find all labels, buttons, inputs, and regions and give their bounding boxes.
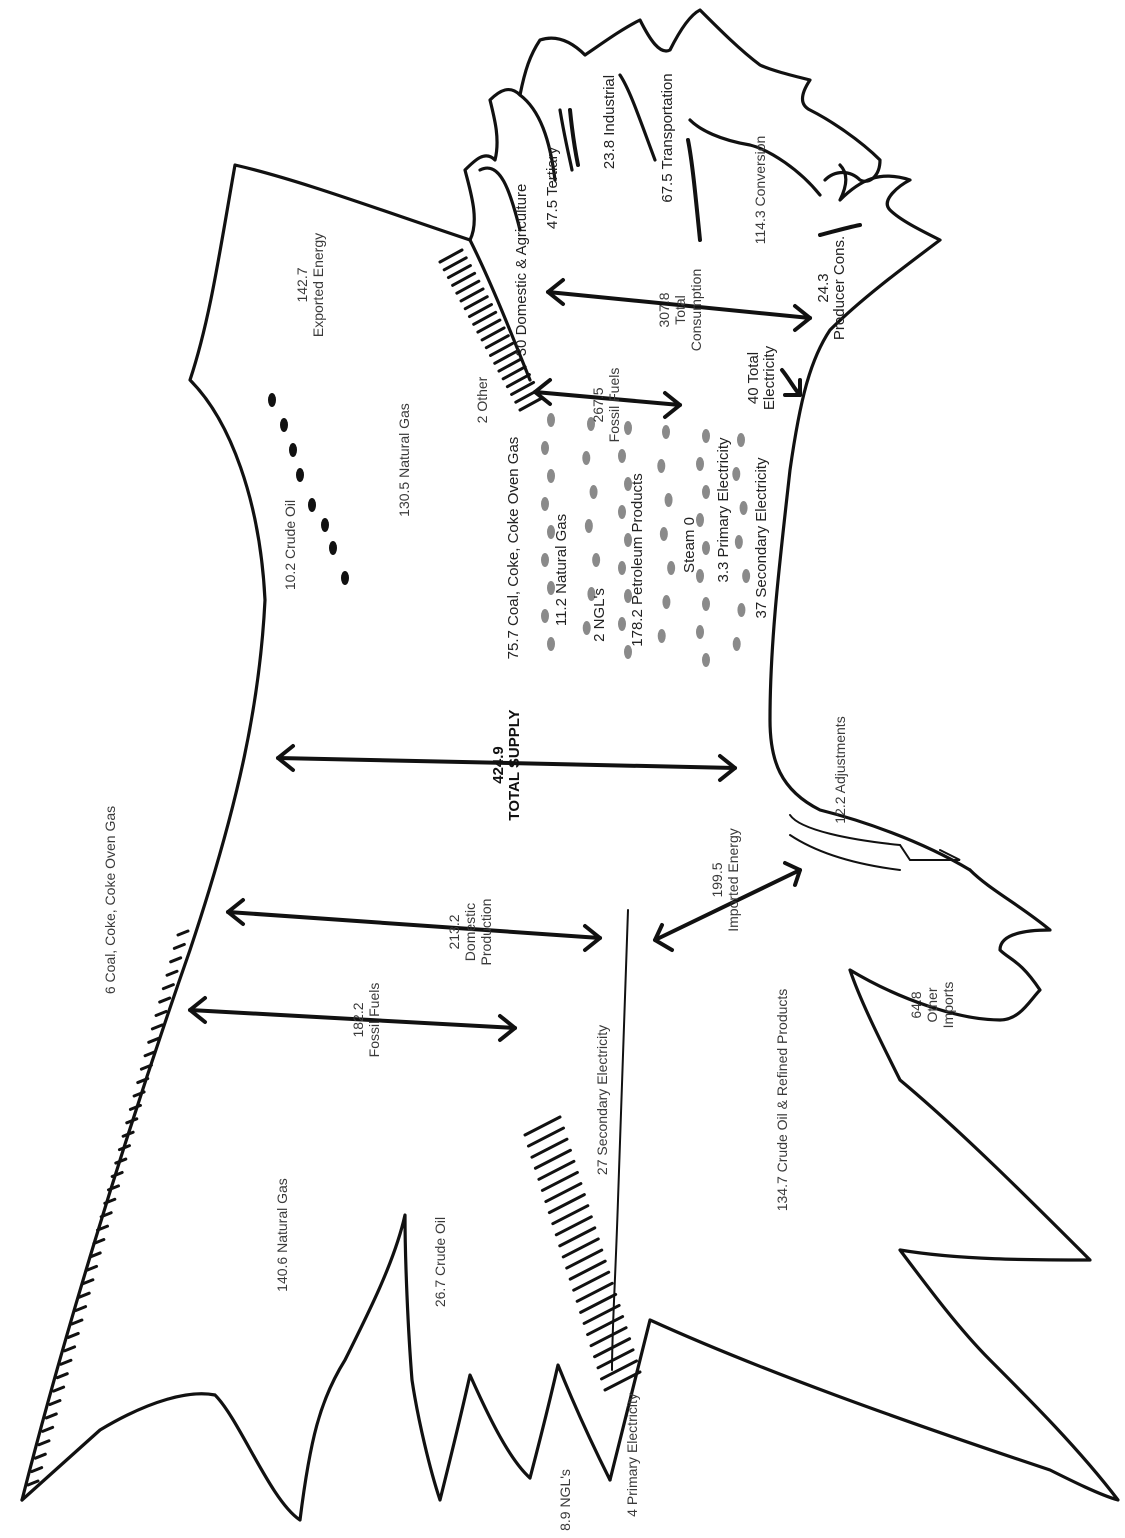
label-exports-crude-oil: 10.2 Crude Oil [282, 500, 298, 590]
label-domestic-production: 213.2DomesticProduction [446, 899, 494, 966]
label-exports-natural-gas: 130.5 Natural Gas [396, 403, 412, 517]
label-steam: Steam 0 [682, 517, 698, 573]
label-primary-electricity: 4 Primary Electricity [624, 1393, 640, 1517]
label-adjustments: 12.2 Adjustments [832, 716, 848, 823]
label-imported-energy: 199.5Imported Energy [709, 828, 741, 932]
label-consumption-coal: 75.7 Coal, Coke, Coke Oven Gas [506, 437, 522, 660]
label-tertiary: 47.5 Tertiary [545, 147, 561, 229]
label-producer-consumption: 24.3Producer Cons. [816, 236, 848, 340]
label-ngls-production: 8.9 NGL's [557, 1469, 573, 1531]
label-crude-refined-imports: 134.7 Crude Oil & Refined Products [774, 989, 790, 1212]
label-other-imports: 64.8OtherImports [908, 982, 956, 1029]
label-fossil-fuels-supply: 182.2Fossil Fuels [350, 983, 382, 1058]
label-domestic-agriculture: 30 Domestic & Agriculture [514, 184, 530, 357]
label-coal-production: 6 Coal, Coke, Coke Oven Gas [102, 806, 118, 994]
label-consumption-secondary-electricity: 37 Secondary Electricity [754, 458, 770, 619]
label-total-electricity: 40 TotalElectricity [746, 346, 778, 410]
label-transportation: 67.5 Transportation [660, 73, 676, 202]
label-total-consumption: 307.8TotalConsumption [656, 269, 704, 352]
label-natural-gas-production: 140.6 Natural Gas [274, 1178, 290, 1292]
label-industrial: 23.8 Industrial [602, 75, 618, 169]
label-secondary-electricity: 27 Secondary Electricity [594, 1025, 610, 1175]
label-crude-oil-production: 26.7 Crude Oil [432, 1217, 448, 1307]
label-total-supply: 424.9TOTAL SUPPLY [491, 709, 523, 820]
label-conversion: 114.3 Conversion [752, 136, 768, 245]
label-consumption-primary-electricity: 3.3 Primary Electricity [716, 437, 732, 582]
label-consumption-natural-gas: 11.2 Natural Gas [554, 514, 570, 626]
label-petroleum-products: 178.2 Petroleum Products [630, 473, 646, 646]
label-other: 2 Other [474, 377, 490, 424]
label-consumption-ngls: 2 NGL's [592, 588, 608, 642]
